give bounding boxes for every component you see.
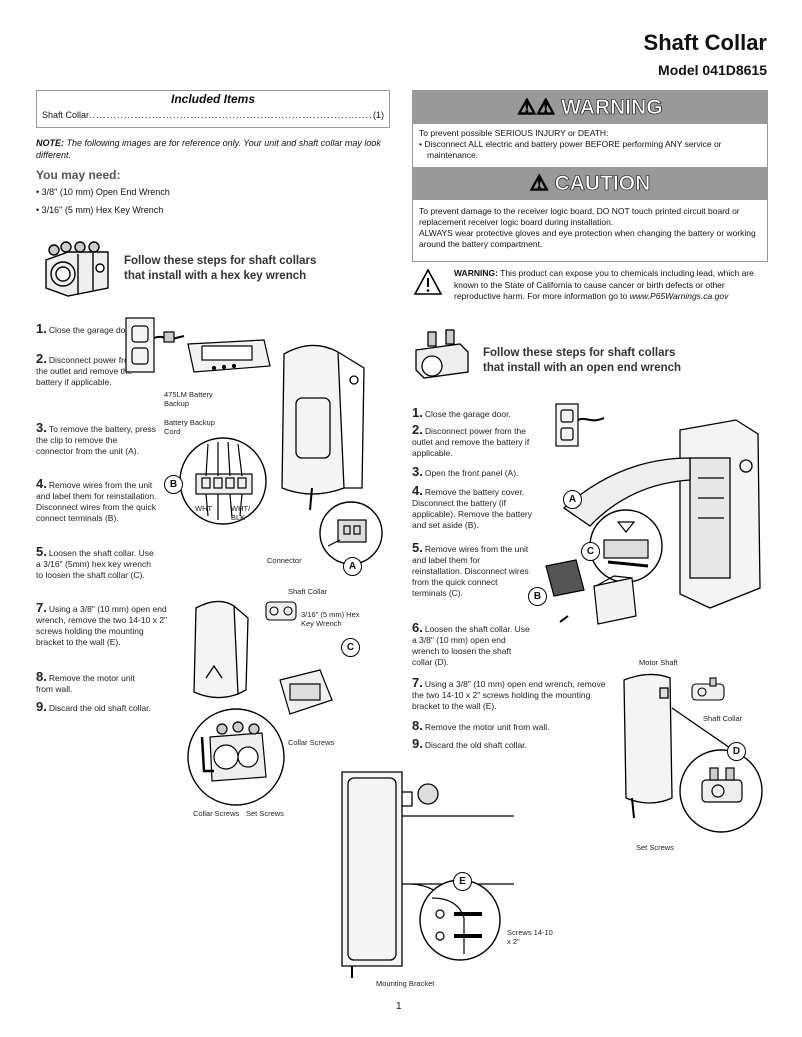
shaft-collar-small-icon-2 xyxy=(691,677,725,701)
wrench-step: 2.Disconnect power from the outlet and r… xyxy=(412,422,530,458)
mounting-bracket-label: Mounting Bracket xyxy=(376,979,435,988)
set-screws-label: Set Screws xyxy=(246,809,284,818)
shaft-collar-small-icon xyxy=(265,601,297,621)
callout-a-2: A xyxy=(563,490,582,509)
wrench-step: 6.Loosen the shaft collar. Use a 3/8" (1… xyxy=(412,620,530,667)
included-item-qty: (1) xyxy=(373,110,384,120)
warning-banner: ⚠⚠WARNING xyxy=(413,91,767,124)
set-screws-detail xyxy=(679,749,763,833)
wrench-step: 4.Remove the battery cover. Disconnect t… xyxy=(412,483,533,530)
safety-box: ⚠⚠WARNING To prevent possible SERIOUS IN… xyxy=(412,90,768,262)
hex-step: 1.Close the garage door. xyxy=(36,321,135,336)
motor-unit-illustration xyxy=(193,600,249,699)
prop65-warning-icon xyxy=(413,268,443,295)
motor-unit-illustration-2 xyxy=(623,673,733,829)
included-item-name: Shaft Collar xyxy=(42,110,90,120)
shaft-collar-label: Shaft Collar xyxy=(288,587,328,596)
motor-shaft-label: Motor Shaft xyxy=(639,658,678,667)
screws-label: Screws 14-10 x 2" xyxy=(507,928,553,946)
callout-b-2: B xyxy=(528,587,547,606)
hex-step: 7.Using a 3/8" (10 mm) open end wrench, … xyxy=(36,600,168,647)
outlet-plug-illustration xyxy=(125,317,185,373)
tool-item: • 3/8" (10 mm) Open End Wrench xyxy=(36,187,170,197)
collar-screws-label: Collar Screws xyxy=(288,738,335,747)
bracket-screws-detail xyxy=(419,879,501,961)
callout-d: D xyxy=(727,742,746,761)
battery-illustration xyxy=(545,559,637,625)
wrench-step: 3.Open the front panel (A). xyxy=(412,464,519,479)
you-may-need-heading: You may need: xyxy=(36,168,121,182)
connector-detail xyxy=(319,501,383,565)
wrench-step: 7.Using a 3/8" (10 mm) open end wrench, … xyxy=(412,675,606,711)
page-title: Shaft Collar xyxy=(643,30,767,55)
caution-text: To prevent damage to the receiver logic … xyxy=(419,206,756,249)
connector-label: Connector xyxy=(267,556,302,565)
callout-e: E xyxy=(453,872,472,891)
outlet-plug-illustration-2 xyxy=(555,403,605,447)
included-items-box: Included Items Shaft Collar ............… xyxy=(36,90,390,128)
page-number: 1 xyxy=(396,1001,402,1012)
shaft-collar-label-2: Shaft Collar xyxy=(703,714,743,723)
wall-bracket-illustration xyxy=(341,771,514,978)
prop65-warning-text: WARNING: This product can expose you to … xyxy=(454,268,754,301)
hex-step: 5.Loosen the shaft collar. Use a 3/16" (… xyxy=(36,544,154,580)
hex-step: 3.To remove the battery, press the clip … xyxy=(36,420,156,456)
wht-label: WHT xyxy=(195,504,213,513)
hex-step: 4.Remove wires from the unit and label t… xyxy=(36,476,157,523)
tool-item: • 3/16" (5 mm) Hex Key Wrench xyxy=(36,205,164,215)
wrench-step: 9.Discard the old shaft collar. xyxy=(412,736,527,751)
included-item-row: Shaft Collar ...........................… xyxy=(42,110,384,120)
wrench-collar-icon xyxy=(415,329,469,379)
wire-terminal-detail xyxy=(179,437,267,525)
backup-cord-label: Battery Backup Cord xyxy=(164,418,215,436)
callout-a: A xyxy=(343,557,362,576)
hex-step: 2.Disconnect power from the outlet and r… xyxy=(36,351,136,387)
wrench-step: 8.Remove the motor unit from wall. xyxy=(412,718,550,733)
collar-screws-detail xyxy=(187,708,285,806)
callout-b: B xyxy=(164,475,183,494)
model-number: Model 041D8615 xyxy=(658,62,767,78)
operator-unit-illustration xyxy=(281,344,365,511)
hex-step: 9.Discard the old shaft collar. xyxy=(36,699,151,714)
caution-icon: ⚠ xyxy=(529,172,549,196)
warning-text: To prevent possible SERIOUS INJURY or DE… xyxy=(419,128,722,160)
hex-key-label: 3/16" (5 mm) Hex Key Wrench xyxy=(301,610,360,628)
battery-backup-label: 475LM Battery Backup xyxy=(164,390,213,408)
wht-blk-label: WHT/ BLK xyxy=(231,504,251,522)
battery-backup-illustration xyxy=(187,339,271,373)
collar-closeup-detail xyxy=(279,669,333,715)
warning-icon: ⚠⚠ xyxy=(517,96,556,120)
hex-collar-icon xyxy=(45,241,109,297)
set-screws-label-2: Set Screws xyxy=(636,843,674,852)
included-items-heading: Included Items xyxy=(170,92,256,106)
caution-banner: ⚠CAUTION xyxy=(413,167,767,200)
reference-note: NOTE: The following images are for refer… xyxy=(36,138,381,160)
hex-step: 8.Remove the motor unit from wall. xyxy=(36,669,135,694)
callout-c: C xyxy=(341,638,360,657)
wrench-step: 5.Remove wires from the unit and label t… xyxy=(412,540,529,598)
callout-c-2: C xyxy=(581,542,600,561)
open-panel-unit-illustration xyxy=(562,419,761,609)
wrench-step: 1.Close the garage door. xyxy=(412,405,511,420)
collar-screws-label-2: Collar Screws xyxy=(193,809,240,818)
